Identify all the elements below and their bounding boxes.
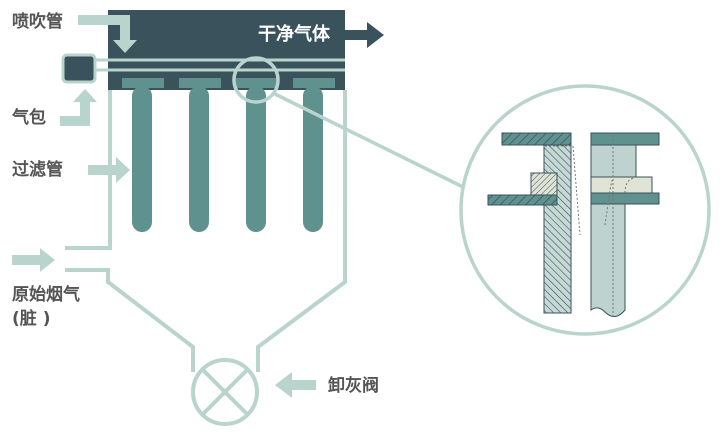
blow-pipe [95,58,345,72]
raw-gas-label-dirty: (脏 ) [12,309,51,329]
filter-tubes [122,78,335,232]
ash-valve-label: 卸灰阀 [328,376,379,396]
filter-tube-label: 过滤管 [12,160,63,180]
ash-valve-arrow [275,372,316,398]
magnifier [232,56,711,336]
detail-view [487,132,660,318]
clean-gas-arrow [345,22,384,48]
clean-gas-chamber [108,10,345,90]
raw-gas-label: 原始烟气 [12,285,80,305]
blow-pipe-label: 喷吹管 [12,12,63,32]
clean-gas-label: 干净气体 [258,24,330,45]
air-bag-label: 气包 [12,108,46,128]
air-bag [61,53,97,84]
housing-outline [65,90,347,372]
blow-pipe-arrow [78,15,137,53]
raw-gas-arrow [12,248,55,272]
filter-tube-arrow [88,157,130,183]
air-bag-arrow [60,89,97,126]
ash-valve-symbol [191,358,259,426]
